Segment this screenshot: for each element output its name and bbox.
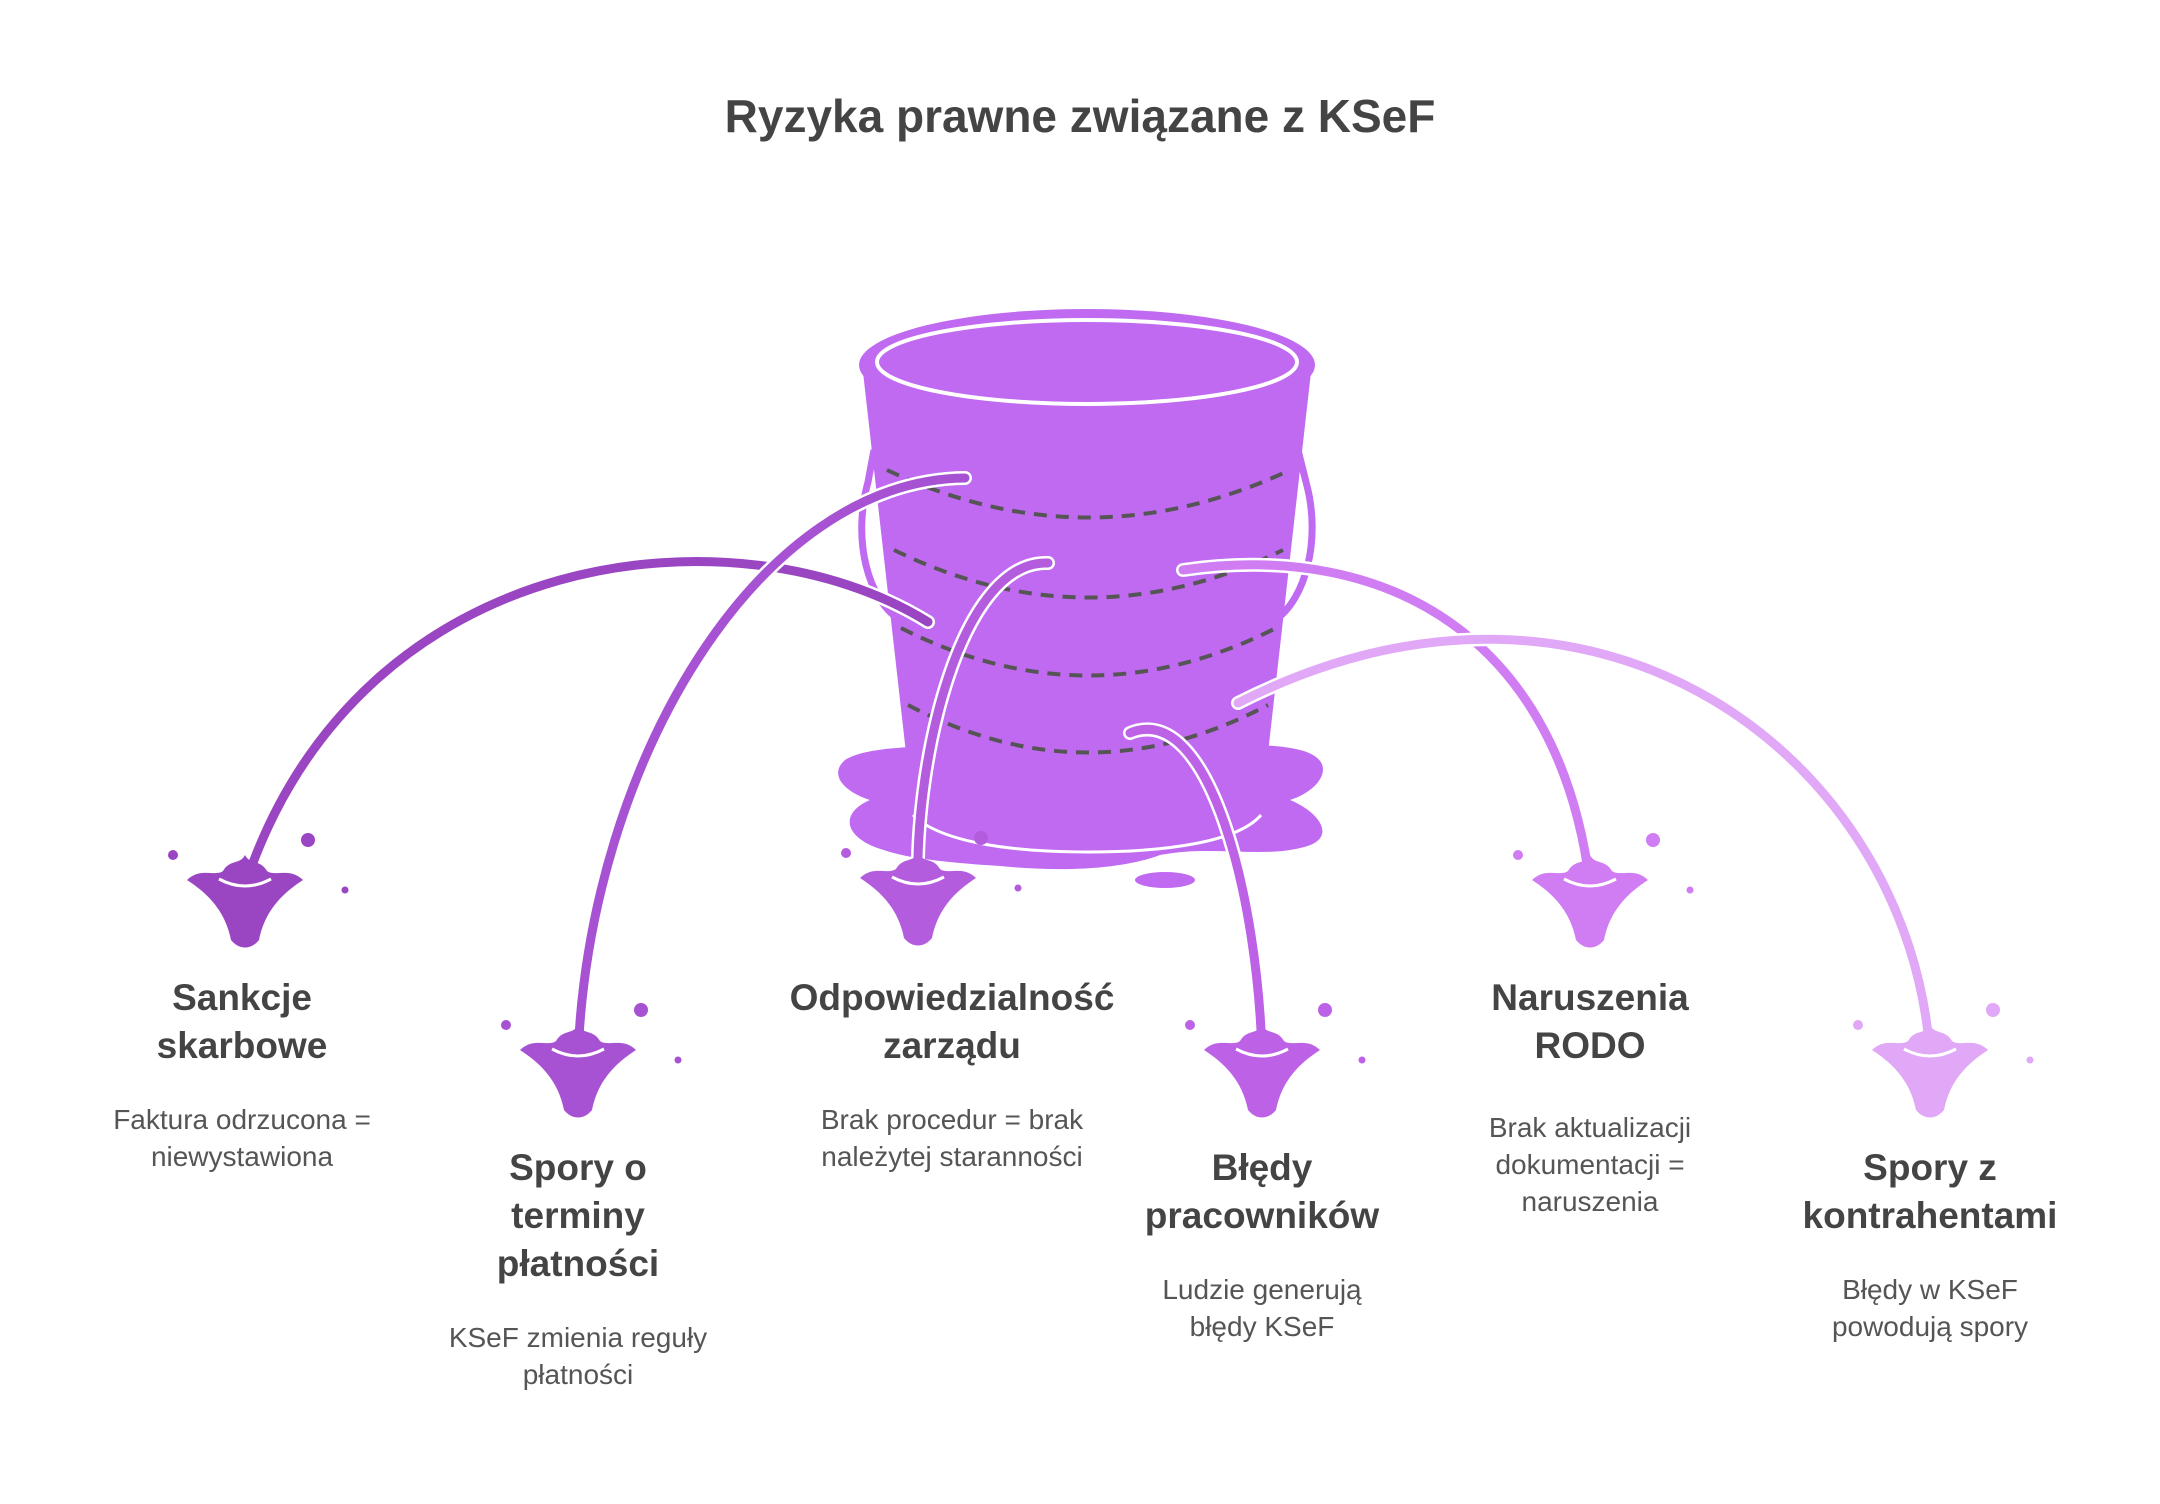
splashes	[168, 831, 2034, 1118]
splash-rim-spory-terminy	[551, 1047, 605, 1058]
splash-rodo	[1532, 855, 1648, 948]
droplet	[841, 848, 851, 858]
droplet	[501, 1020, 511, 1030]
risk-description: dokumentacji =	[1495, 1149, 1684, 1180]
stream-bledy-pracownikow	[1125, 725, 1267, 1060]
droplet	[1318, 1003, 1332, 1017]
stream-sankcje	[240, 557, 933, 890]
risk-label: Odpowiedzialność	[790, 977, 1115, 1018]
splash-spory-kontrahenci	[1872, 1025, 1988, 1118]
splash-spory-terminy	[520, 1025, 636, 1118]
stream-odpowiedzialnosc	[913, 558, 1053, 888]
droplet	[2026, 1056, 2034, 1064]
risk-description: Faktura odrzucona =	[113, 1104, 371, 1135]
risk-label: RODO	[1535, 1025, 1646, 1066]
risk-description: Brak aktualizacji	[1489, 1112, 1691, 1143]
risk-description: błędy KSeF	[1190, 1311, 1335, 1342]
droplet	[1686, 886, 1694, 894]
droplet	[1513, 850, 1523, 860]
droplet	[301, 833, 315, 847]
droplet	[341, 886, 349, 894]
droplet	[634, 1003, 648, 1017]
risk-label: Błędy	[1212, 1147, 1313, 1188]
risk-label: Sankcje	[172, 977, 312, 1018]
stream-outline-sankcje	[238, 554, 935, 892]
splash-rim-odpowiedzialnosc	[891, 875, 945, 886]
splash-rim-bledy-pracownikow	[1235, 1047, 1289, 1058]
risk-label: zarządu	[883, 1025, 1021, 1066]
risk-label: terminy	[511, 1195, 645, 1236]
splash-bledy-pracownikow	[1204, 1025, 1320, 1118]
risk-description: Brak procedur = brak	[821, 1104, 1084, 1135]
risk-label: Spory o	[509, 1147, 647, 1188]
droplet	[168, 850, 178, 860]
risk-description: naruszenia	[1522, 1186, 1659, 1217]
leak-streams	[238, 471, 1937, 1062]
splash-rim-spory-kontrahenci	[1903, 1047, 1957, 1058]
droplet	[1986, 1003, 2000, 1017]
risk-label: skarbowe	[157, 1025, 328, 1066]
droplet	[974, 831, 988, 845]
risk-label: płatności	[497, 1243, 659, 1284]
stream-rodo	[1178, 560, 1595, 890]
bucket-rim	[859, 309, 1315, 421]
risk-description: Ludzie generują	[1162, 1274, 1362, 1305]
splash-odpowiedzialnosc	[860, 853, 976, 946]
risk-label: Naruszenia	[1491, 977, 1689, 1018]
risk-description: niewystawiona	[151, 1141, 334, 1172]
droplet	[1014, 884, 1022, 892]
risk-description: płatności	[523, 1359, 634, 1390]
puddle-drop	[1135, 872, 1195, 888]
droplet	[1646, 833, 1660, 847]
droplet	[674, 1056, 682, 1064]
risk-description: KSeF zmienia reguły	[449, 1322, 707, 1353]
risk-description: Błędy w KSeF	[1842, 1274, 2018, 1305]
droplet	[1185, 1020, 1195, 1030]
splash-rim-rodo	[1563, 877, 1617, 888]
risk-label: kontrahentami	[1803, 1195, 2058, 1236]
risk-label: pracowników	[1145, 1195, 1380, 1236]
risk-label: Spory z	[1863, 1147, 1997, 1188]
splash-rim-sankcje	[218, 877, 272, 888]
bucket-handle	[858, 449, 1316, 623]
bucket-body	[863, 372, 1311, 858]
risk-description: powodują spory	[1832, 1311, 2028, 1342]
droplet	[1853, 1020, 1863, 1030]
stream-spory-kontrahenci	[1233, 634, 1935, 1060]
stream-spory-terminy	[573, 473, 970, 1060]
droplet	[1358, 1056, 1366, 1064]
diagram-title: Ryzyka prawne związane z KSeF	[725, 90, 1436, 142]
splash-sankcje	[187, 855, 303, 948]
risk-description: należytej staranności	[821, 1141, 1082, 1172]
